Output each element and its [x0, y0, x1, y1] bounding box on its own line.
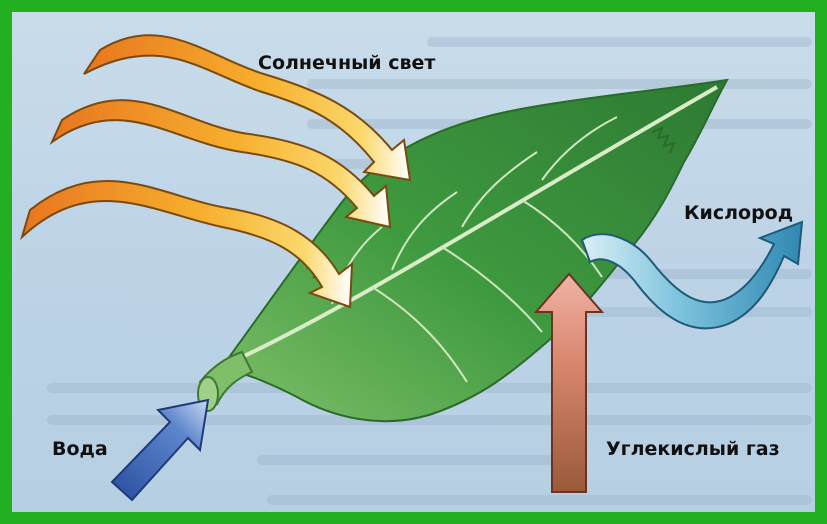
sunlight-arrows — [22, 35, 410, 307]
water-arrow — [112, 400, 208, 500]
co2-label: Углекислый газ — [606, 438, 780, 460]
oxygen-arrow — [582, 222, 802, 328]
sunlight-label: Солнечный свет — [258, 52, 435, 74]
illustration-panel: Солнечный свет Кислород Вода Углекислый … — [12, 12, 815, 512]
leaf — [198, 80, 727, 421]
water-label: Вода — [52, 438, 108, 460]
co2-arrow — [536, 274, 602, 492]
photosynthesis-diagram — [12, 12, 815, 512]
oxygen-label: Кислород — [684, 202, 793, 224]
